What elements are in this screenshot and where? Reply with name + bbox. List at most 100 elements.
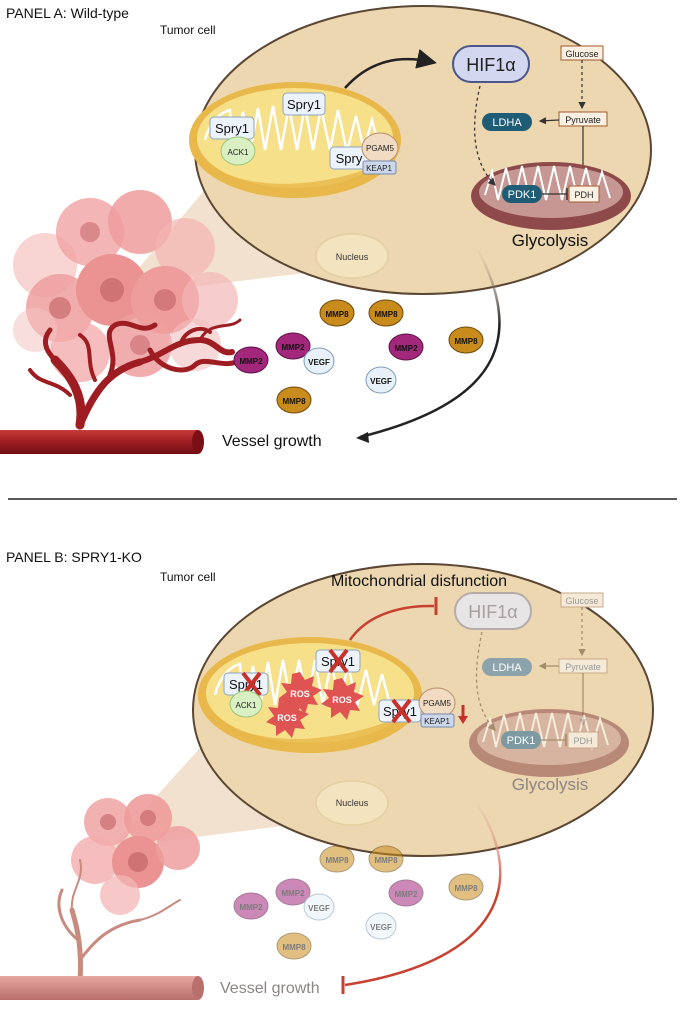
vessel-growth-a: Vessel growth [222,433,322,450]
pyruvate-b-label: Pyruvate [565,662,601,672]
factor-label: MMP2 [281,343,305,352]
main-vessel-b [0,976,198,1000]
panel-b: PANEL B: SPRY1-KO Tumor cell [0,549,654,1000]
factor-shape [388,333,424,361]
pdh-a [568,185,600,203]
nucleus-b-label: Nucleus [336,798,369,808]
glycolysis-mito-b [469,709,629,777]
panel-b-title: PANEL B: SPRY1-KO [6,549,142,565]
vessel-end-b [192,976,204,1000]
factor-label: MMP2 [394,890,418,899]
arrowhead-vessel-a [356,432,369,443]
pdk1-a-label: PDK1 [508,189,537,201]
factor-a-3: MMP2 [233,346,269,374]
factor-label: MMP2 [281,889,305,898]
factor-shape [275,878,311,906]
factor-shape [303,347,335,375]
factor-shape [303,893,335,921]
factor-shape [368,299,404,327]
factor-shape [368,845,404,873]
pgam5-b-label: PGAM5 [423,699,452,708]
vessel-end-a [192,430,204,454]
spry1-label-a3: Spry [336,151,363,166]
spry1-box-a1 [282,92,326,116]
arrow-mito-to-hif-a [344,49,437,89]
factor-a-5: MMP2 [388,333,424,361]
factor-b-0: MMP8 [319,845,355,873]
factor-label: MMP2 [394,344,418,353]
factor-b-5: MMP2 [388,879,424,907]
ldha-a [482,113,532,131]
ldha-a-label: LDHA [492,117,522,129]
factor-a-1: MMP8 [368,299,404,327]
factor-label: VEGF [308,358,330,367]
factor-label: MMP2 [239,903,263,912]
glycolysis-b-label: Glycolysis [512,775,589,794]
factor-label: VEGF [370,377,392,386]
nucleus-b [315,780,389,826]
factor-a-6: MMP8 [276,386,312,414]
factor-b-7: VEGF [365,912,397,940]
factor-shape [388,879,424,907]
nucleus-a-label: Nucleus [336,252,369,262]
factor-b-4: VEGF [303,893,335,921]
hif-label-a: HIF1α [466,55,515,75]
ko-x-b1 [328,648,349,674]
factor-a-4: VEGF [303,347,335,375]
pdk1-b [501,731,541,749]
panel-b-cell-label: Tumor cell [160,570,216,584]
factor-b-8: MMP8 [448,873,484,901]
factor-label: MMP8 [325,856,349,865]
vessel-growth-b: Vessel growth [220,980,320,997]
main-vessel-a [0,430,198,454]
ko-x-b3 [391,698,412,724]
ack1-a [220,136,256,166]
factor-label: MMP8 [282,943,306,952]
pyruvate-a-label: Pyruvate [565,115,601,125]
factor-label: MMP8 [374,856,398,865]
ros-label-b2: ROS [332,695,352,705]
hif-box-b [454,592,532,630]
keap1-b-label: KEAP1 [424,717,450,726]
ros-label-b1: ROS [290,689,310,699]
nucleus-a [315,233,389,279]
arrow-hif-pdk1-b [475,631,496,731]
factor-b-1: MMP8 [368,845,404,873]
blood-vessels-a [28,318,243,430]
secreted-factors-a: MMP8 MMP8 MMP2 MMP2 VEGF MMP2 MMP8 VEGF … [233,299,484,414]
hif-box-a [452,45,530,83]
ldha-b [482,658,532,676]
factor-shape [365,912,397,940]
factor-shape [319,845,355,873]
factor-label: MMP8 [454,337,478,346]
spry1-label-a2: Spry1 [215,121,249,136]
keap1-a-label: KEAP1 [366,164,392,173]
mito-dysfunction-label: Mitochondrial disfunction [331,573,507,590]
keap1-b [420,713,455,728]
pdh-a-label: PDH [574,190,593,200]
panel-a-title: PANEL A: Wild-type [6,5,129,21]
factor-shape [276,932,312,960]
factor-a-0: MMP8 [319,299,355,327]
factor-shape [365,366,397,394]
tumor-cluster-b [71,794,200,915]
down-arrowhead-b [458,716,468,724]
pdh-b [567,731,599,749]
panel-a-cell-label: Tumor cell [160,23,216,37]
glucose-a-label: Glucose [565,49,598,59]
ldha-b-label: LDHA [492,662,522,674]
pdk1-a [502,185,542,203]
factor-shape [448,873,484,901]
factor-shape [319,299,355,327]
factor-a-7: VEGF [365,366,397,394]
glycolysis-a-label: Glycolysis [512,231,589,250]
glycolysis-mito-a [471,162,631,230]
ack1-b-label: ACK1 [236,701,257,710]
factor-label: MMP8 [374,310,398,319]
factor-label: MMP8 [325,310,349,319]
hif-label-b: HIF1α [468,602,517,622]
glucose-b-label: Glucose [565,596,598,606]
ros-label-b3: ROS [277,713,297,723]
factor-label: MMP8 [454,884,478,893]
